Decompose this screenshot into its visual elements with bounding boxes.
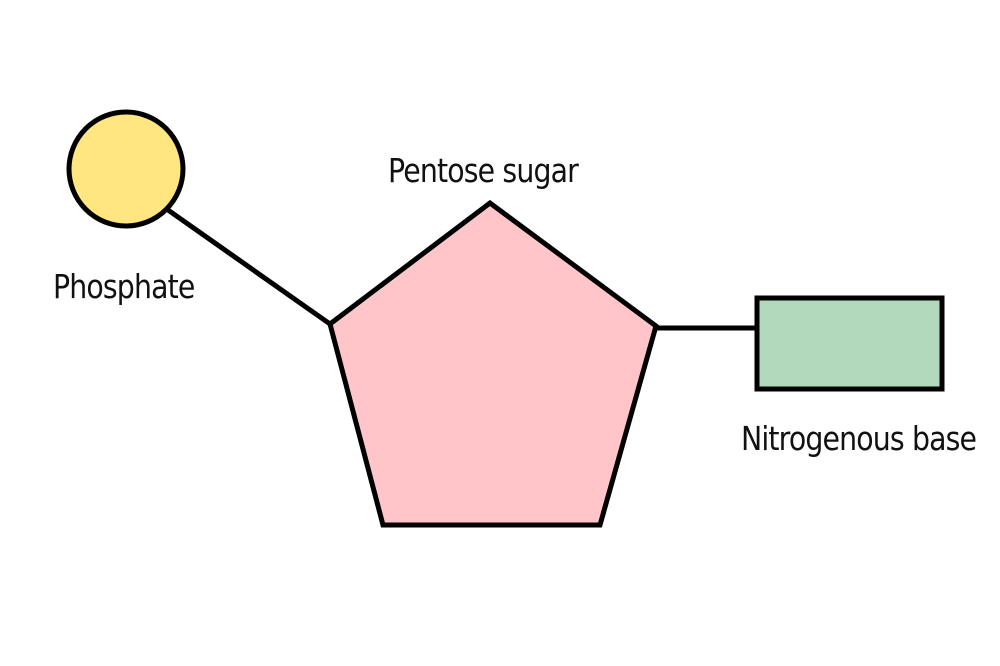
pentose-sugar-pentagon [327,199,659,528]
phosphate-circle [66,109,186,229]
phosphate-sugar-bond [165,207,333,327]
nitrogenous-base-rectangle [754,295,945,392]
phosphate-label: Phosphate [53,267,195,306]
nitrogenous-base-label: Nitrogenous base [741,419,977,458]
pentose-sugar-label: Pentose sugar [388,151,579,190]
